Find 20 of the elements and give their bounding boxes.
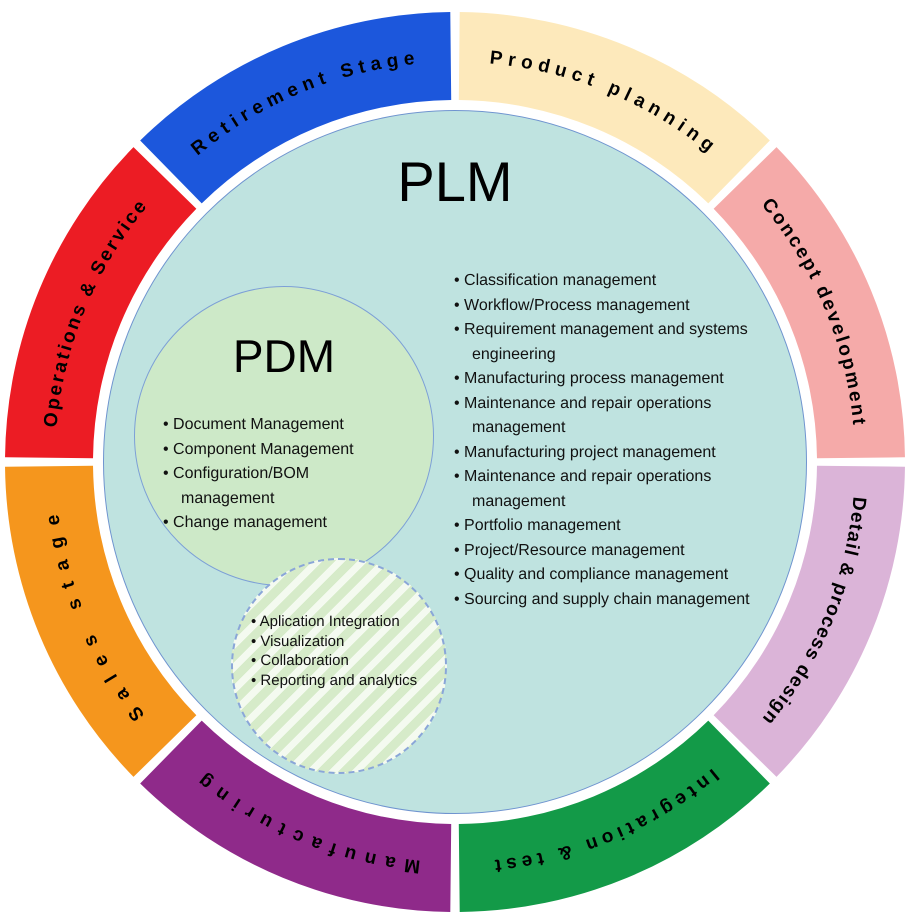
list-item: • Project/Resource management — [454, 540, 686, 560]
list-item: • Manufacturing process management — [454, 369, 725, 389]
list-item: • Document Management — [163, 415, 345, 435]
list-item: • Maintenance and repair operations management — [454, 394, 712, 438]
list-item: • Requirement management and systems engineering — [454, 320, 749, 364]
list-item: • Reporting and analytics — [251, 670, 418, 690]
list-item: • Classification management — [454, 271, 658, 291]
list-item: • Collaboration — [251, 651, 350, 670]
list-item: • Workflow/Process management — [454, 296, 691, 316]
list-item: • Quality and compliance management — [454, 565, 730, 585]
list-item: • Change management — [163, 513, 328, 533]
list-item: • Sourcing and supply chain management — [454, 590, 751, 610]
list-item: • Maintenance and repair operations management — [454, 467, 712, 512]
circle-title: PDM — [232, 329, 336, 383]
list-item: • Configuration/BOM management — [163, 464, 310, 508]
list-item: • Portfolio management — [454, 516, 622, 536]
list-item: • Visualization — [251, 632, 346, 651]
list-item: • Manufacturing project management — [454, 442, 717, 462]
list-item: • Component Management — [163, 440, 355, 460]
list-item: • Aplication Integration — [251, 612, 401, 632]
